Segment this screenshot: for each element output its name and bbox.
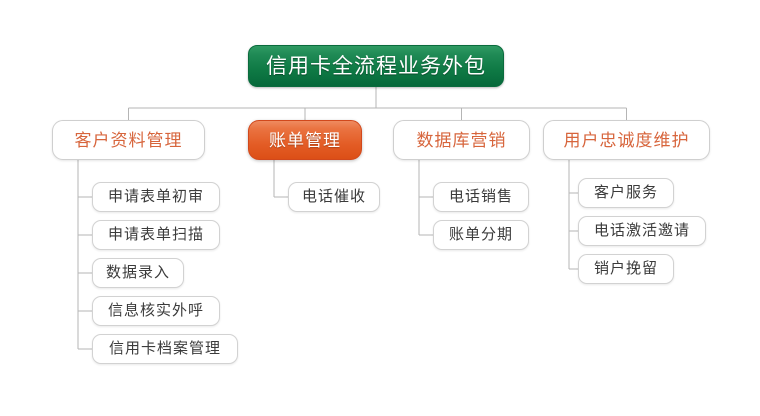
leaf-node-2-0[interactable]: 电话销售 <box>433 182 529 212</box>
leaf-node-0-0[interactable]: 申请表单初审 <box>92 182 220 212</box>
branch-node-3[interactable]: 用户忠诚度维护 <box>543 120 710 160</box>
leaf-node-3-2[interactable]: 销户挽留 <box>578 254 674 284</box>
leaf-node-0-2[interactable]: 数据录入 <box>92 258 184 288</box>
leaf-node-2-1[interactable]: 账单分期 <box>433 220 529 250</box>
leaf-node-0-3[interactable]: 信息核实外呼 <box>92 296 220 326</box>
root-node[interactable]: 信用卡全流程业务外包 <box>248 45 504 87</box>
leaf-node-3-0[interactable]: 客户服务 <box>578 178 674 208</box>
leaf-node-1-0[interactable]: 电话催收 <box>288 182 380 212</box>
branch-node-0[interactable]: 客户资料管理 <box>52 120 205 160</box>
branch-node-2[interactable]: 数据库营销 <box>393 120 530 160</box>
leaf-node-0-1[interactable]: 申请表单扫描 <box>92 220 220 250</box>
branch-node-1[interactable]: 账单管理 <box>248 120 362 160</box>
leaf-node-3-1[interactable]: 电话激活邀请 <box>578 216 706 246</box>
leaf-node-0-4[interactable]: 信用卡档案管理 <box>92 334 238 364</box>
